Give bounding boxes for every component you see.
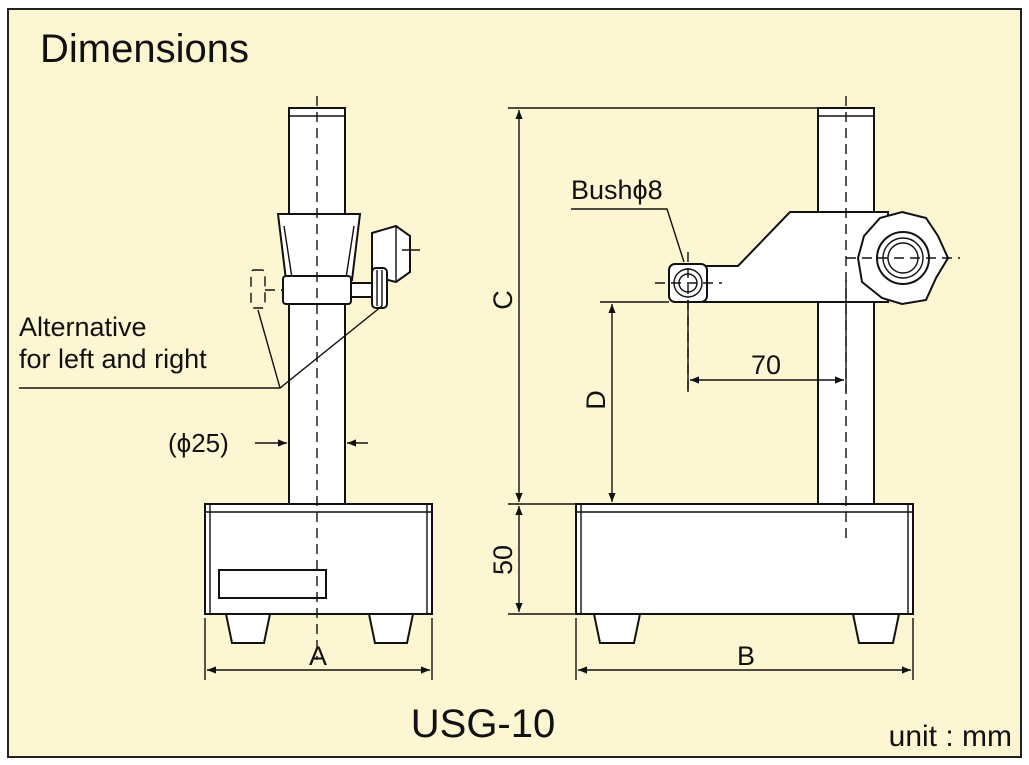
dim-d-label: D [581, 390, 611, 410]
page-title: Dimensions [40, 27, 249, 71]
front-foot-right [367, 613, 415, 644]
front-view: A (ϕ25) Alternative for left and right [19, 96, 433, 680]
knurled-screw [371, 267, 388, 309]
side-base [575, 503, 914, 615]
dim-70-label: 70 [751, 350, 781, 380]
unit-note: unit : mm [889, 720, 1012, 753]
name-plate [218, 569, 327, 599]
dim-b-label: B [737, 641, 755, 671]
side-foot-right [851, 613, 901, 644]
side-foot-left [592, 613, 642, 644]
dim-c-label: C [488, 290, 518, 310]
dim-50-label: 50 [488, 545, 518, 575]
dim-a-label: A [309, 641, 327, 671]
callout-line2: for left and right [19, 344, 207, 374]
front-foot-left [224, 613, 272, 644]
model-name: USG-10 [411, 702, 556, 746]
side-view: Bushϕ8 70 C D 50 B [488, 96, 960, 680]
column-diameter-label: (ϕ25) [168, 428, 229, 458]
bush-label: Bushϕ8 [571, 175, 663, 205]
callout-line1: Alternative [19, 312, 147, 342]
alternative-screw [250, 269, 266, 309]
